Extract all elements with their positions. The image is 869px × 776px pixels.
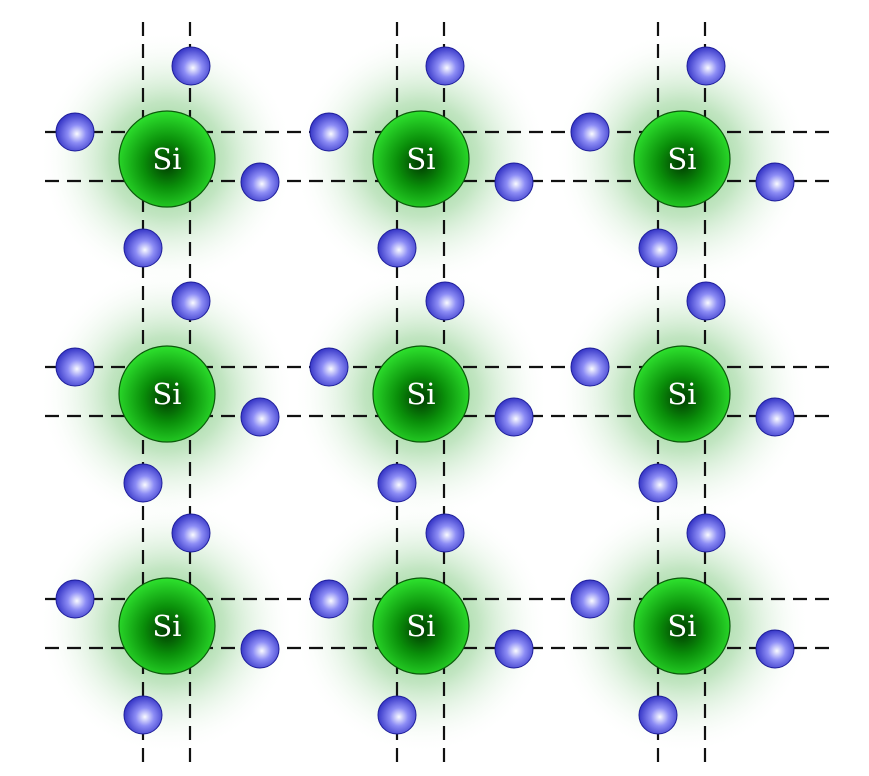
atom-label: Si [406,377,435,411]
si-atom-r2-c3: Si [633,345,731,443]
electron-r1-c2-4 [377,228,417,268]
si-atom-r1-c1: Si [118,110,216,208]
electron-r3-c3-2 [570,579,610,619]
si-atom-r2-c1: Si [118,345,216,443]
electron-r1-c1-3 [240,162,280,202]
atom-label: Si [406,142,435,176]
electron-r3-c1-3 [240,629,280,669]
electron-r1-c2-3 [494,162,534,202]
atom-label: Si [152,377,181,411]
atom-core [372,577,470,675]
electron-r2-c2-2 [309,347,349,387]
electron-r1-c2-1 [425,46,465,86]
electron-r3-c2-1 [425,513,465,553]
electron-r1-c3-2 [570,112,610,152]
electron-r3-c2-2 [309,579,349,619]
electron-r3-c3-3 [755,629,795,669]
atom-label: Si [152,609,181,643]
electron-r3-c1-4 [123,695,163,735]
atom-label: Si [667,609,696,643]
electron-r1-c3-1 [686,46,726,86]
atom-label: Si [667,377,696,411]
electron-r3-c1-1 [171,513,211,553]
electron-layer [55,46,795,735]
atom-label: Si [667,142,696,176]
electron-r2-c3-2 [570,347,610,387]
electron-r2-c2-1 [425,281,465,321]
electron-r2-c1-3 [240,397,280,437]
atom-core [372,345,470,443]
atom-label: Si [152,142,181,176]
electron-r1-c2-2 [309,112,349,152]
electron-r1-c3-3 [755,162,795,202]
electron-r1-c3-4 [638,228,678,268]
electron-r2-c2-4 [377,463,417,503]
electron-r1-c1-2 [55,112,95,152]
electron-r3-c3-4 [638,695,678,735]
atom-core [118,110,216,208]
si-atom-r3-c3: Si [633,577,731,675]
si-atom-r1-c3: Si [633,110,731,208]
si-atom-r2-c2: Si [372,345,470,443]
electron-r2-c3-3 [755,397,795,437]
electron-r1-c1-4 [123,228,163,268]
atom-core [633,345,731,443]
electron-r2-c1-2 [55,347,95,387]
electron-r3-c2-4 [377,695,417,735]
electron-r3-c2-3 [494,629,534,669]
electron-r2-c3-4 [638,463,678,503]
electron-r2-c2-3 [494,397,534,437]
electron-r1-c1-1 [171,46,211,86]
atom-label: Si [406,609,435,643]
electron-r2-c1-1 [171,281,211,321]
atom-core [372,110,470,208]
electron-r3-c3-1 [686,513,726,553]
si-atom-r1-c2: Si [372,110,470,208]
electron-r2-c3-1 [686,281,726,321]
atom-core [633,577,731,675]
electron-r3-c1-2 [55,579,95,619]
atom-core [118,577,216,675]
si-atom-r3-c1: Si [118,577,216,675]
si-atom-r3-c2: Si [372,577,470,675]
atom-core [633,110,731,208]
atom-core [118,345,216,443]
electron-r2-c1-4 [123,463,163,503]
